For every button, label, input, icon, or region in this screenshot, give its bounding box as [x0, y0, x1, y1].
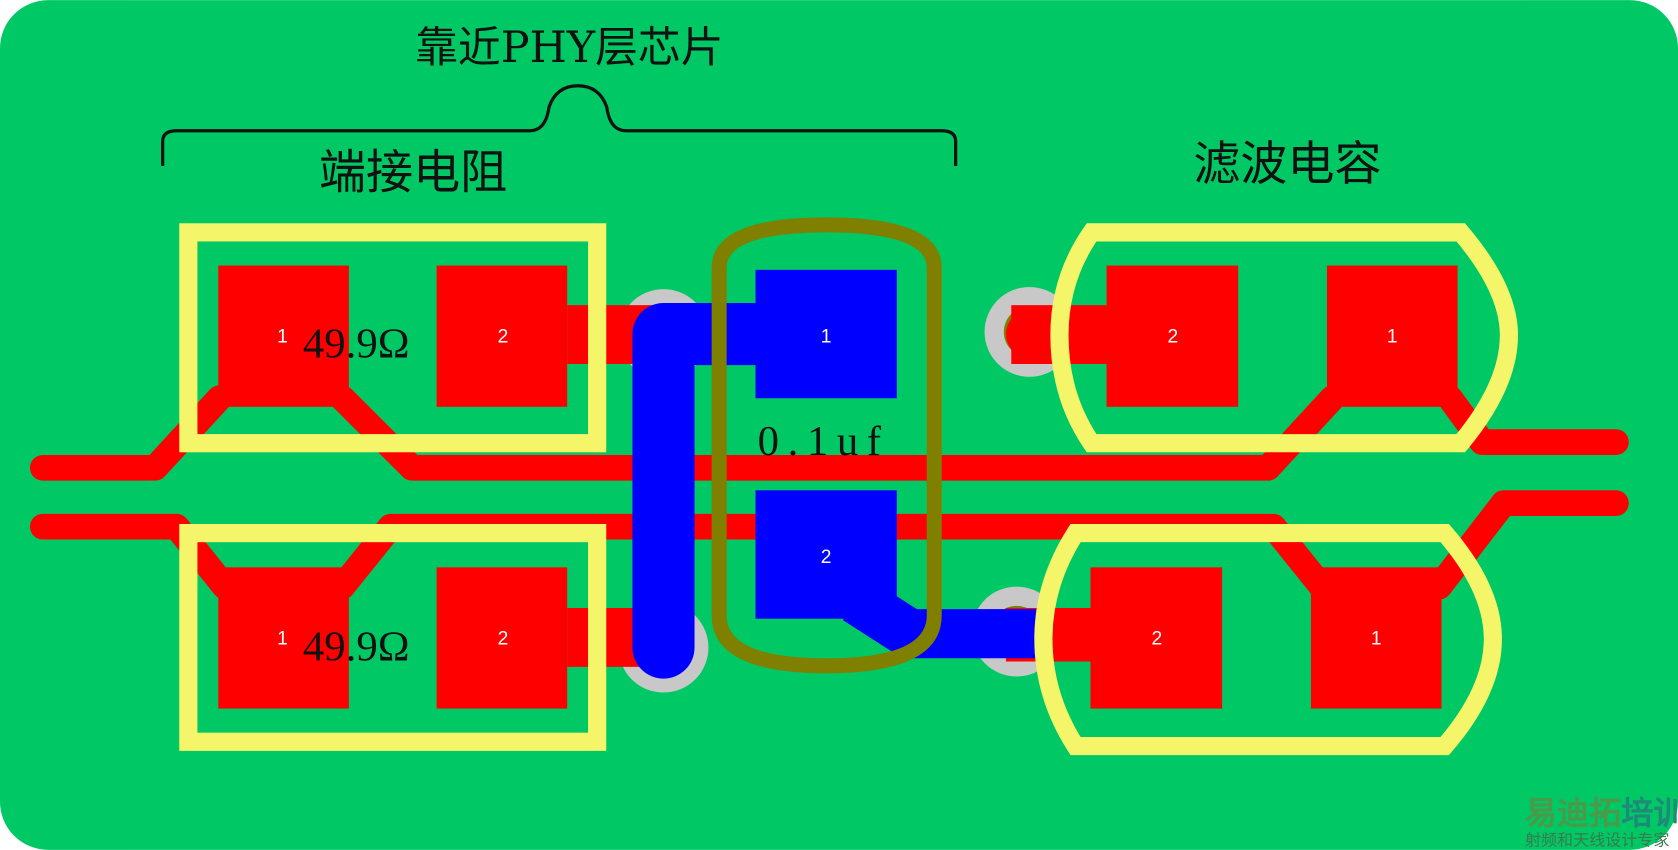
resistor-bottom-value: 49.9Ω [303, 623, 410, 670]
c1-pad1 [755, 269, 897, 399]
c2-pad1 [1326, 265, 1458, 407]
r2-pad1 [218, 567, 349, 709]
c1-pad2 [755, 490, 897, 619]
watermark: 易迪拓 培训 射频和天线设计专家 [1525, 794, 1678, 849]
svg-text:2: 2 [1151, 628, 1162, 649]
svg-text:1: 1 [1387, 327, 1398, 348]
pin-numbers: 1 2 1 2 1 2 2 1 2 1 [277, 327, 1397, 650]
c3-pad1 [1310, 567, 1442, 709]
r1-outline [179, 223, 607, 453]
top-layer-traces [29, 385, 1629, 600]
svg-text:2: 2 [821, 547, 832, 568]
svg-text:1: 1 [277, 628, 288, 649]
svg-text:1: 1 [821, 327, 832, 348]
resistor-top-value: 49.9Ω [303, 321, 410, 368]
trace-p-right [1437, 385, 1629, 455]
c2-outline [1050, 223, 1519, 453]
c3-pad2 [1090, 567, 1223, 709]
c1-outline [711, 217, 942, 674]
watermark-tagline: 射频和天线设计专家 [1525, 831, 1669, 850]
trace-p-left [29, 385, 233, 481]
r2-pad2 [436, 567, 568, 709]
svg-text:2: 2 [1168, 327, 1179, 348]
trace-p-mid [329, 385, 1346, 481]
silkscreen [179, 223, 1519, 756]
svg-text:1: 1 [277, 327, 288, 348]
label-termination-resistors: 端接电阻 [319, 145, 507, 200]
c3-outline [1034, 523, 1502, 756]
r2-outline [179, 523, 607, 751]
svg-text:2: 2 [498, 628, 509, 649]
brace [161, 84, 958, 167]
watermark-brand-b: 培训 [1621, 794, 1678, 832]
c2-pad2 [1106, 265, 1239, 407]
r1-pad1 [218, 265, 349, 407]
title-near-phy: 靠近PHY层芯片 [415, 23, 723, 73]
watermark-brand-a: 易迪拓 [1525, 794, 1621, 832]
svg-text:2: 2 [498, 327, 509, 348]
bottom-layer [632, 269, 1036, 679]
label-filter-capacitors: 滤波电容 [1193, 137, 1381, 192]
trace-n-left [29, 513, 238, 600]
svg-text:1: 1 [1371, 628, 1382, 649]
capacitor-value: 0.1uf [758, 418, 890, 465]
r1-pad2 [436, 265, 568, 407]
